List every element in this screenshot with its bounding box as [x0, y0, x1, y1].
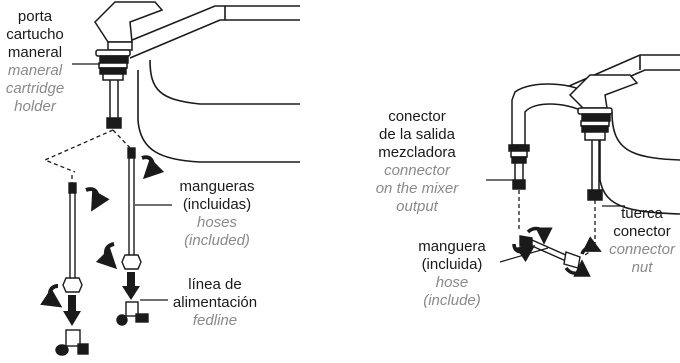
- label-es-line: conector: [388, 108, 446, 125]
- down-arrow-icon: [63, 272, 140, 326]
- label-en-line: output: [396, 198, 438, 215]
- label-en-line: holder: [14, 98, 56, 115]
- label-en-line: hose: [435, 274, 469, 291]
- hose-right: [121, 147, 142, 270]
- label-en-line: connector: [609, 241, 675, 258]
- label-es-line: mezcladora: [378, 144, 456, 161]
- label-hoses: mangueras (incluidas) hoses (included): [172, 178, 262, 250]
- faucet-handle-icon: [94, 1, 164, 129]
- label-en-line: (include): [423, 292, 481, 309]
- label-mixer-connector: conector de la salida mezcladora connect…: [354, 108, 480, 216]
- label-en-line: cartridge: [5, 80, 65, 97]
- label-es-line: alimentación: [172, 294, 258, 311]
- label-en-line: on the mixer: [375, 180, 459, 197]
- label-es-line: manguera: [418, 238, 486, 255]
- label-es-line: conector: [613, 223, 671, 240]
- label-hose-single: manguera (incluida) hose (include): [404, 238, 500, 310]
- hose-horizontal: [519, 235, 581, 269]
- label-en-line: fedline: [192, 312, 238, 329]
- hose-left: [62, 182, 83, 293]
- label-es-line: mangueras: [179, 178, 255, 195]
- label-es-line: cartucho: [6, 26, 64, 43]
- rotate-arrow-right-icon: [512, 226, 602, 277]
- label-connector-nut: tuerca conector connector nut: [604, 205, 680, 277]
- label-en-line: maneral: [7, 62, 63, 79]
- label-es-line: línea de: [188, 276, 242, 293]
- dashed-guides-left: [43, 129, 133, 188]
- rotate-arrow-icon: [40, 155, 165, 308]
- label-es-line: (incluida): [421, 256, 483, 273]
- label-en-line: connector: [384, 162, 450, 179]
- label-en-line: hoses: [196, 214, 238, 231]
- label-es-line: tuerca: [621, 205, 663, 222]
- spout-icon: [508, 83, 591, 190]
- label-es-line: maneral: [7, 44, 63, 61]
- dashed-guides-right: [518, 190, 596, 256]
- label-cartridge-holder: porta cartucho maneral maneral cartridge…: [2, 8, 68, 116]
- tub-deck-left: [119, 5, 300, 163]
- faucet-handle-right-icon: [568, 74, 639, 201]
- label-es-line: de la salida: [379, 126, 455, 143]
- label-feedline: línea de alimentación fedline: [160, 276, 270, 330]
- label-es-line: porta: [17, 8, 53, 25]
- label-en-line: (included): [184, 232, 250, 249]
- label-es-line: (incluidas): [182, 196, 252, 213]
- label-en-line: nut: [631, 259, 653, 276]
- shutoff-valve-icon: [55, 301, 149, 356]
